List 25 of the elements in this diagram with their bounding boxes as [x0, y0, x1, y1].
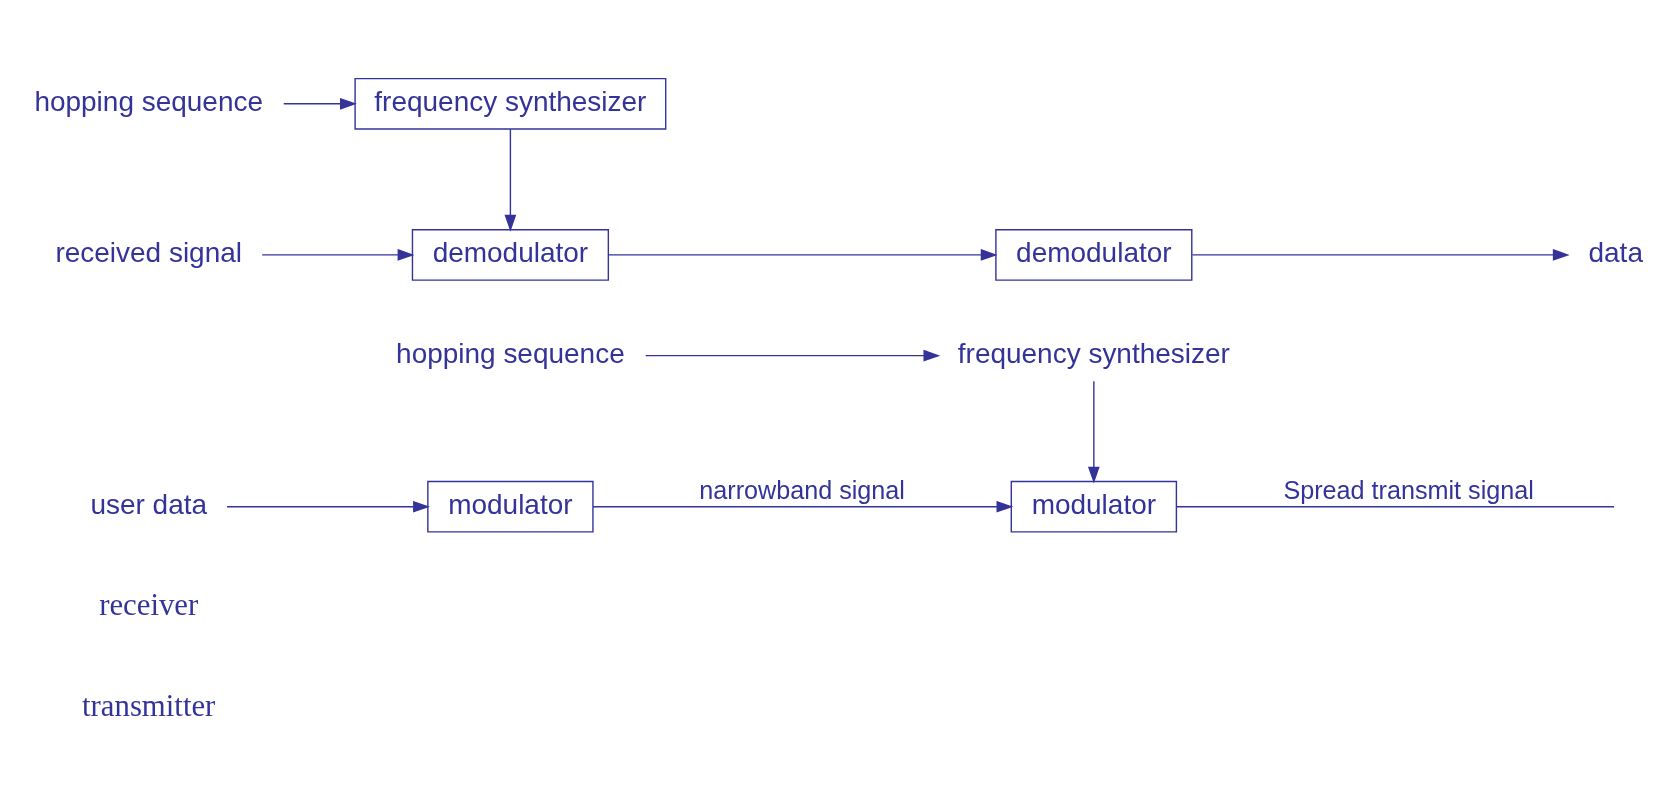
arrow: [261, 248, 415, 261]
arrow: [1191, 248, 1570, 261]
node-box: demodulator: [411, 228, 610, 281]
node-box: modulator: [1010, 480, 1178, 533]
node-text: hopping sequence: [396, 337, 625, 369]
node-box: modulator: [427, 480, 594, 533]
node-text: data: [1588, 236, 1643, 268]
arrow: [608, 248, 998, 261]
node-box: demodulator: [995, 228, 1193, 281]
arrow: [226, 500, 430, 513]
node-text: hopping sequence: [34, 85, 264, 117]
arrow: [1087, 379, 1100, 483]
label: receiver: [99, 587, 199, 622]
arrow: [504, 128, 517, 232]
connector: [1176, 505, 1615, 507]
edge-label: narrowband signal: [699, 475, 905, 504]
arrow: [592, 500, 1014, 513]
arrow: [645, 349, 941, 361]
node-text: user data: [90, 488, 208, 520]
edge-label: Spread transmit signal: [1283, 475, 1534, 504]
arrow: [283, 97, 357, 110]
node-text: frequency synthesizer: [957, 337, 1230, 369]
node-box: frequency synthesizer: [354, 77, 667, 130]
node-text: received signal: [55, 236, 242, 268]
label: transmitter: [82, 688, 216, 723]
